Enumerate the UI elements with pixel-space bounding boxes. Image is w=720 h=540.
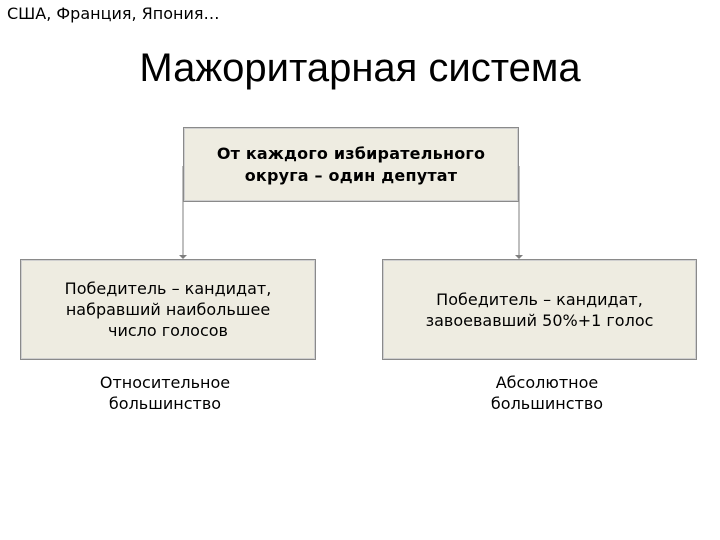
root-box-text: От каждого избирательного округа – один … <box>216 143 486 185</box>
relative-majority-box: Победитель – кандидат, набравший наиболь… <box>20 259 316 360</box>
absolute-majority-text: Победитель – кандидат, завоевавший 50%+1… <box>425 289 654 330</box>
relative-majority-caption: Относительное большинство <box>99 373 231 413</box>
relative-majority-text: Победитель – кандидат, набравший наиболь… <box>64 279 272 340</box>
countries-label: США, Франция, Япония… <box>7 4 220 23</box>
absolute-majority-box: Победитель – кандидат, завоевавший 50%+1… <box>382 259 697 360</box>
absolute-majority-caption: Абсолютное большинство <box>490 373 604 413</box>
root-box: От каждого избирательного округа – один … <box>183 127 519 202</box>
arrowhead-right <box>515 255 523 259</box>
arrowhead-left <box>179 255 187 259</box>
slide-title: Мажоритарная система <box>139 46 581 90</box>
